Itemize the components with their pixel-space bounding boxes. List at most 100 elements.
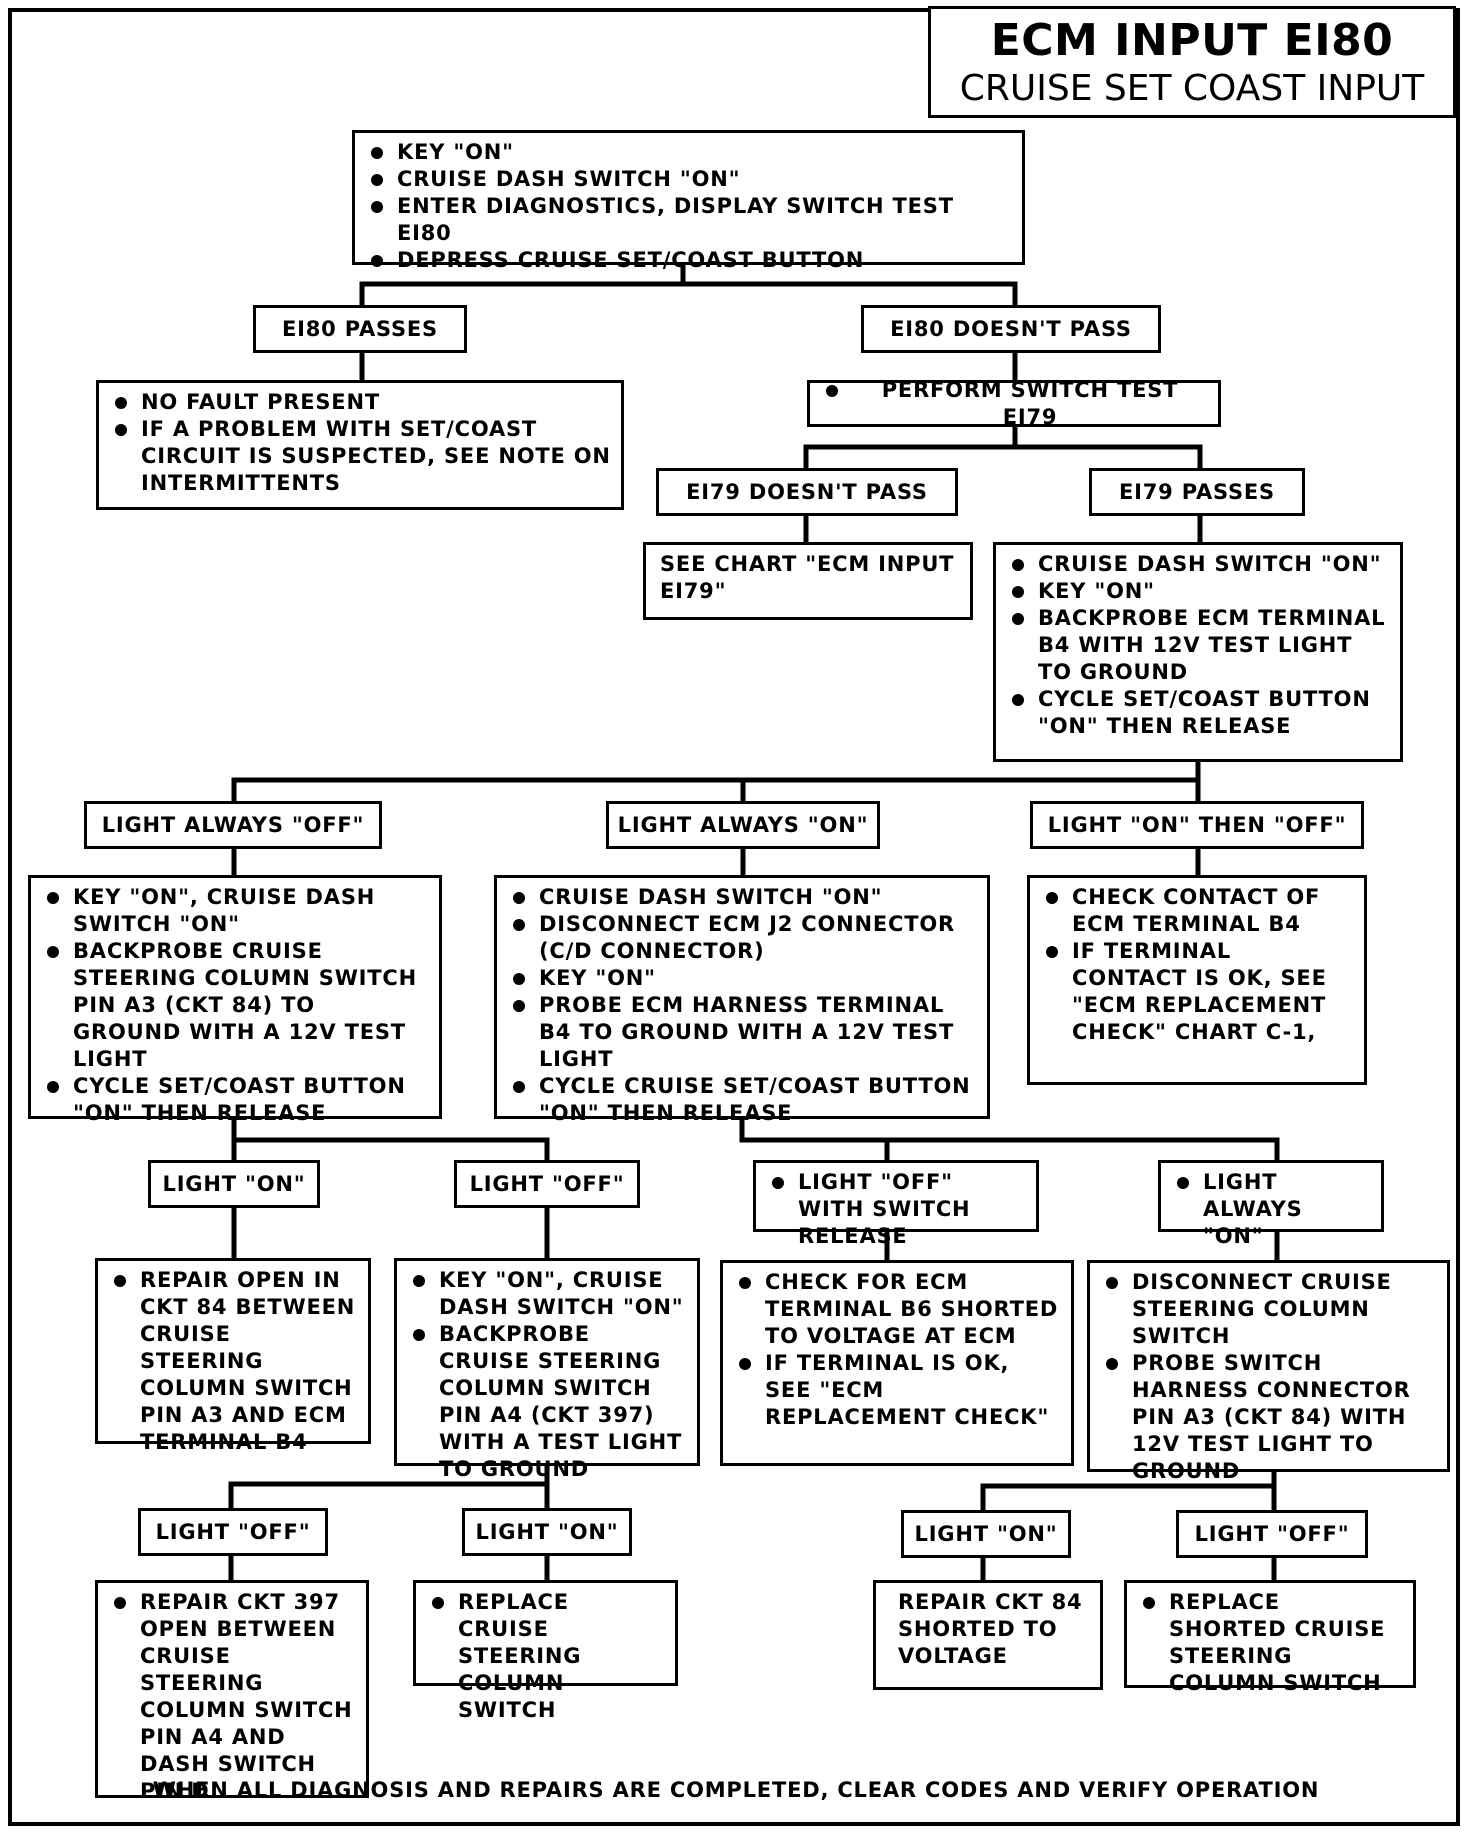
bullet-list: REPAIR CKT 397 OPEN BETWEEN CRUISE STEER… — [112, 1589, 356, 1805]
bullet-icon — [1012, 586, 1024, 598]
node-light-always-on-2: LIGHT ALWAYS "ON" — [1158, 1160, 1384, 1248]
bullet-text: CRUISE DASH SWITCH "ON" — [1038, 552, 1382, 576]
bullet-item: BACKPROBE ECM TERMINAL B4 WITH 12V TEST … — [1010, 605, 1390, 686]
node-backprobe-b4: CRUISE DASH SWITCH "ON" KEY "ON" BACKPROBE… — [993, 542, 1403, 762]
bullet-list: DISCONNECT CRUISE STEERING COLUMN SWITCH… — [1104, 1269, 1437, 1485]
bullet-icon — [1106, 1277, 1118, 1289]
bullet-item: IF A PROBLEM WITH SET/COAST CIRCUIT IS S… — [113, 416, 611, 497]
node-check-b6: CHECK FOR ECM TERMINAL B6 SHORTED TO VOL… — [720, 1260, 1074, 1466]
bullet-item: CYCLE CRUISE SET/COAST BUTTON "ON" THEN … — [511, 1073, 977, 1127]
bullet-item: PERFORM SWITCH TEST EI79 — [824, 377, 1208, 431]
bullet-icon — [371, 255, 383, 267]
bullet-item: PROBE SWITCH HARNESS CONNECTOR PIN A3 (C… — [1104, 1350, 1437, 1485]
bullet-icon — [513, 1081, 525, 1093]
bullet-text: REPLACE SHORTED CRUISE STEERING COLUMN S… — [1169, 1590, 1386, 1695]
bullet-icon — [115, 397, 127, 409]
bullet-list: CRUISE DASH SWITCH "ON"DISCONNECT ECM J2… — [511, 884, 977, 1127]
bullet-icon — [47, 946, 59, 958]
bullet-text: IF A PROBLEM WITH SET/COAST CIRCUIT IS S… — [141, 417, 611, 495]
bullet-icon — [1012, 694, 1024, 706]
bullet-text: DEPRESS CRUISE SET/COAST BUTTON — [397, 248, 865, 272]
bullet-icon — [413, 1329, 425, 1341]
bullet-item: NO FAULT PRESENT — [113, 389, 611, 416]
node-sw-light-on: LIGHT "ON" — [901, 1510, 1071, 1558]
bullet-item: BACKPROBE CRUISE STEERING COLUMN SWITCH … — [411, 1321, 687, 1483]
bullet-item: CHECK CONTACT OF ECM TERMINAL B4 — [1044, 884, 1354, 938]
bullet-list: NO FAULT PRESENT IF A PROBLEM WITH SET/CO… — [113, 389, 611, 497]
bullet-icon — [371, 201, 383, 213]
bullet-item: KEY "ON" — [369, 139, 1012, 166]
bullet-list: REPAIR OPEN IN CKT 84 BETWEEN CRUISE STE… — [112, 1267, 358, 1456]
title-box: ECM INPUT EI80 CRUISE SET COAST INPUT — [928, 6, 1456, 118]
bullet-item: REPLACE SHORTED CRUISE STEERING COLUMN S… — [1141, 1589, 1403, 1697]
bullet-list: LIGHT "OFF" WITH SWITCH RELEASE — [770, 1169, 1026, 1250]
footer-note: WHEN ALL DIAGNOSIS AND REPAIRS ARE COMPL… — [152, 1778, 1320, 1802]
node-replace-switch: REPLACE CRUISE STEERING COLUMN SWITCH — [413, 1580, 678, 1722]
bullet-icon — [513, 919, 525, 931]
bullet-icon — [1046, 946, 1058, 958]
node-disconnect-j2: CRUISE DASH SWITCH "ON"DISCONNECT ECM J2… — [494, 875, 990, 1125]
bullet-icon — [114, 1597, 126, 1609]
bullet-text: PROBE ECM HARNESS TERMINAL B4 TO GROUND … — [539, 993, 955, 1071]
bullet-item: KEY "ON", CRUISE DASH SWITCH "ON" — [411, 1267, 687, 1321]
bullet-text: BACKPROBE CRUISE STEERING COLUMN SWITCH … — [439, 1322, 683, 1481]
bullet-item: PROBE ECM HARNESS TERMINAL B4 TO GROUND … — [511, 992, 977, 1073]
node-ei79-fails: EI79 DOESN'T PASS — [656, 468, 958, 516]
bullet-text: CRUISE DASH SWITCH "ON" — [397, 167, 741, 191]
bullet-text: NO FAULT PRESENT — [141, 390, 380, 414]
bullet-icon — [772, 1177, 784, 1189]
bullet-icon — [1046, 892, 1058, 904]
bullet-text: KEY "ON" — [1038, 579, 1155, 603]
bullet-icon — [114, 1275, 126, 1287]
bullet-item: DISCONNECT ECM J2 CONNECTOR (C/D CONNECT… — [511, 911, 977, 965]
bullet-icon — [47, 892, 59, 904]
bullet-item: KEY "ON" — [511, 965, 977, 992]
bullet-item: KEY "ON" — [1010, 578, 1390, 605]
bullet-text: PROBE SWITCH HARNESS CONNECTOR PIN A3 (C… — [1132, 1351, 1411, 1483]
node-a3-light-on: LIGHT "ON" — [148, 1160, 320, 1208]
node-backprobe-a4: KEY "ON", CRUISE DASH SWITCH "ON"BACKPRO… — [394, 1258, 700, 1481]
bullet-icon — [371, 174, 383, 186]
node-backprobe-a3: KEY "ON", CRUISE DASH SWITCH "ON"BACKPRO… — [28, 875, 442, 1125]
bullet-text: LIGHT "OFF" WITH SWITCH RELEASE — [798, 1170, 971, 1248]
bullet-text: IF TERMINAL CONTACT IS OK, SEE "ECM REPL… — [1072, 939, 1327, 1044]
node-repair-ckt84-short: REPAIR CKT 84 SHORTED TO VOLTAGE — [873, 1580, 1103, 1690]
bullet-list: PERFORM SWITCH TEST EI79 — [824, 377, 1208, 431]
bullet-icon — [1143, 1597, 1155, 1609]
bullet-item: CRUISE DASH SWITCH "ON" — [1010, 551, 1390, 578]
node-ei80-passes: EI80 PASSES — [253, 305, 467, 353]
bullet-text: DISCONNECT CRUISE STEERING COLUMN SWITCH — [1132, 1270, 1392, 1348]
bullet-text: CYCLE SET/COAST BUTTON "ON" THEN RELEASE — [73, 1074, 406, 1125]
bullet-list: REPLACE SHORTED CRUISE STEERING COLUMN S… — [1141, 1589, 1403, 1697]
bullet-text: LIGHT ALWAYS "ON" — [1203, 1170, 1303, 1248]
node-no-fault: NO FAULT PRESENT IF A PROBLEM WITH SET/CO… — [96, 380, 624, 510]
bullet-text: CHECK CONTACT OF ECM TERMINAL B4 — [1072, 885, 1321, 936]
bullet-text: CRUISE DASH SWITCH "ON" — [539, 885, 883, 909]
bullet-item: CRUISE DASH SWITCH "ON" — [369, 166, 1012, 193]
node-a4-light-off: LIGHT "OFF" — [138, 1508, 328, 1556]
node-a3-light-off: LIGHT "OFF" — [454, 1160, 640, 1208]
bullet-text: PERFORM SWITCH TEST EI79 — [881, 377, 1179, 429]
bullet-text: CHECK FOR ECM TERMINAL B6 SHORTED TO VOL… — [765, 1270, 1059, 1348]
bullet-text: CYCLE CRUISE SET/COAST BUTTON "ON" THEN … — [539, 1074, 971, 1125]
bullet-list: CHECK FOR ECM TERMINAL B6 SHORTED TO VOL… — [737, 1269, 1061, 1431]
node-disconnect-switch: DISCONNECT CRUISE STEERING COLUMN SWITCH… — [1087, 1260, 1450, 1483]
bullet-item: REPAIR OPEN IN CKT 84 BETWEEN CRUISE STE… — [112, 1267, 358, 1456]
bullet-list: KEY "ON", CRUISE DASH SWITCH "ON"BACKPRO… — [45, 884, 429, 1127]
bullet-item: ENTER DIAGNOSTICS, DISPLAY SWITCH TEST E… — [369, 193, 1012, 247]
bullet-text: CYCLE SET/COAST BUTTON "ON" THEN RELEASE — [1038, 687, 1371, 738]
node-repair-ckt84-open: REPAIR OPEN IN CKT 84 BETWEEN CRUISE STE… — [95, 1258, 371, 1454]
node-perform-ei79: PERFORM SWITCH TEST EI79 — [807, 378, 1221, 429]
bullet-text: BACKPROBE ECM TERMINAL B4 WITH 12V TEST … — [1038, 606, 1386, 684]
bullet-text: KEY "ON" — [397, 140, 514, 164]
bullet-text: KEY "ON", CRUISE DASH SWITCH "ON" — [73, 885, 376, 936]
bullet-text: IF TERMINAL IS OK, SEE "ECM REPLACEMENT … — [765, 1351, 1050, 1429]
bullet-icon — [826, 384, 838, 397]
bullet-list: KEY "ON" CRUISE DASH SWITCH "ON"ENTER DIA… — [369, 139, 1012, 274]
page-title: ECM INPUT EI80 — [990, 15, 1394, 66]
bullet-list: KEY "ON", CRUISE DASH SWITCH "ON"BACKPRO… — [411, 1267, 687, 1483]
bullet-text: REPAIR OPEN IN CKT 84 BETWEEN CRUISE STE… — [140, 1268, 356, 1454]
bullet-icon — [513, 892, 525, 904]
